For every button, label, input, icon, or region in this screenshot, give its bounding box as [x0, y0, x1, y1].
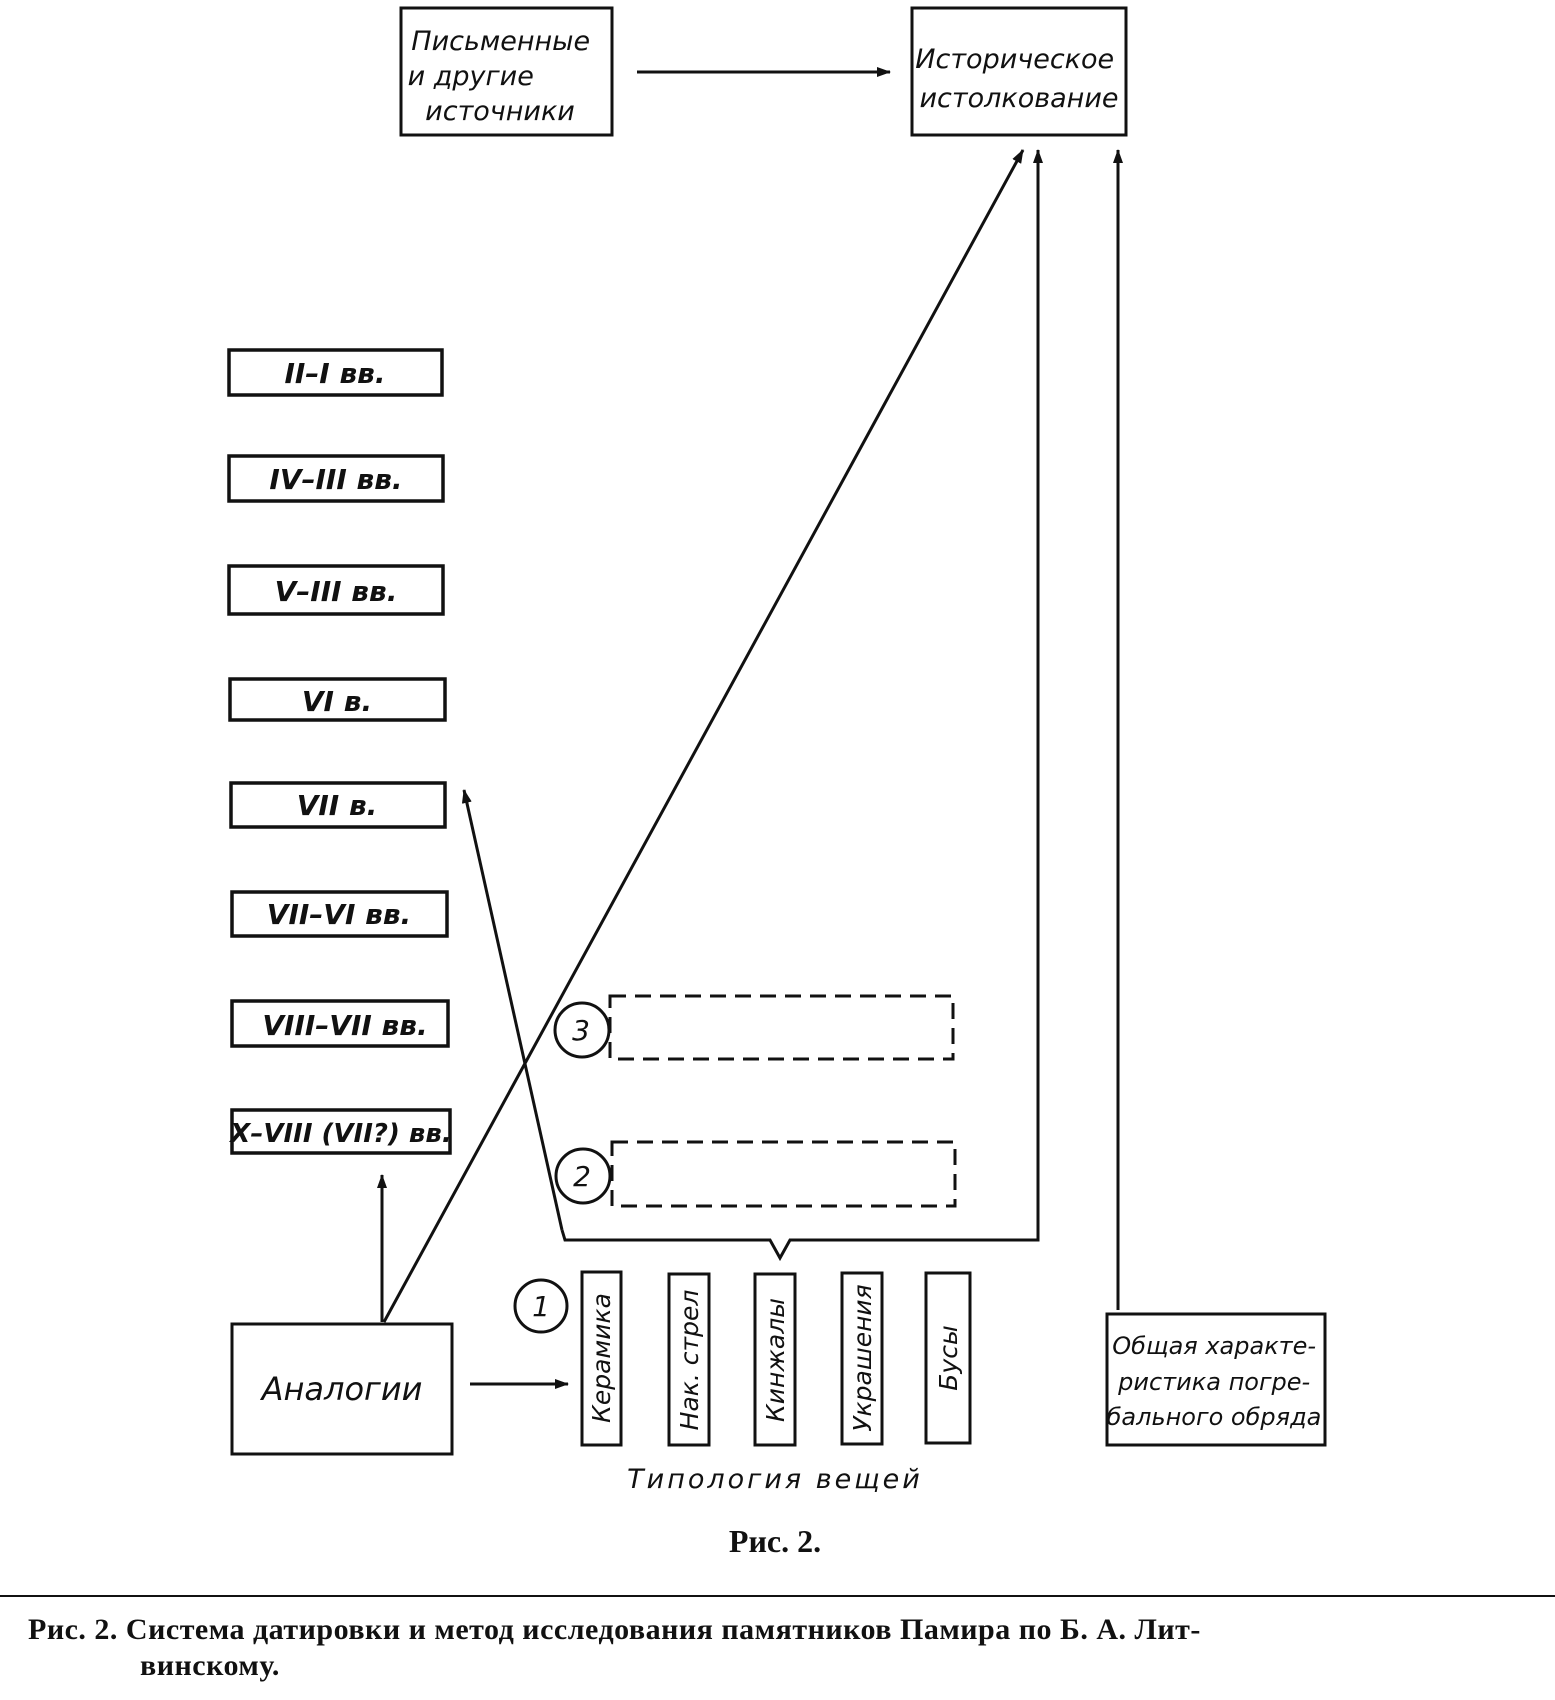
category-label-beads: Бусы	[934, 1325, 963, 1390]
analogies-box: Аналогии	[230, 1322, 454, 1456]
written-sources-box: Письменные и другие источники	[399, 6, 614, 137]
figure-caption: Рис. 2. Система датировки и метод исслед…	[28, 1612, 1528, 1684]
category-label-ornaments: Украшения	[848, 1284, 877, 1431]
period-label-4: VI в.	[302, 685, 372, 718]
svg-text:Историческое истолковани: Историческое истолкование	[915, 44, 1122, 114]
typology-bracket	[560, 150, 1040, 1262]
caption-separator	[0, 1595, 1555, 1597]
category-box-arrowheads: Нак. стрел	[667, 1272, 711, 1447]
arrow-analogies-to-interpretation	[382, 149, 1025, 1323]
interpretation-line-1: Историческое	[915, 44, 1114, 75]
dashed-box-2	[610, 1140, 957, 1208]
dashed-box-3	[608, 994, 955, 1061]
category-box-daggers: Кинжалы	[753, 1272, 797, 1447]
caption-line-2: винскому.	[140, 1649, 280, 1682]
arrow-typology-to-period	[461, 789, 564, 1231]
analogies-label: Аналогии	[260, 1370, 423, 1408]
marker-3: 3	[553, 1001, 611, 1059]
svg-text:Письменные и другие: Письменные и другие источники	[408, 26, 599, 127]
interpretation-line-2: истолкование	[920, 83, 1119, 114]
period-box-5: VII в.	[229, 781, 447, 829]
typology-label: Типология вещей	[627, 1464, 923, 1495]
period-label-8: X–VIII (VII?) вв.	[228, 1119, 451, 1149]
historical-interpretation-box: Историческое истолкование	[910, 6, 1128, 137]
burial-rite-box: Общая характе- ристика погре- бального о…	[1105, 1312, 1327, 1447]
period-box-6: VII–VI вв.	[230, 890, 449, 938]
marker-2-label: 2	[573, 1160, 591, 1193]
burial-line-3: бального обряда	[1107, 1403, 1322, 1431]
period-box-4: VI в.	[228, 677, 447, 722]
sources-line-3: источники	[425, 96, 575, 127]
caption-line-1: Рис. 2. Система датировки и метод исслед…	[28, 1613, 1201, 1646]
marker-1-label: 1	[532, 1290, 550, 1323]
period-label-7: VIII–VII вв.	[262, 1009, 427, 1042]
period-label-3: V–III вв.	[275, 575, 398, 608]
sources-line-2: и другие	[408, 61, 534, 92]
category-box-beads: Бусы	[924, 1271, 972, 1445]
period-box-8: X–VIII (VII?) вв.	[228, 1108, 452, 1155]
period-box-2: IV–III вв.	[227, 454, 445, 503]
period-label-5: VII в.	[297, 789, 378, 822]
period-box-7: VIII–VII вв.	[230, 999, 450, 1048]
category-box-ornaments: Украшения	[840, 1271, 884, 1446]
marker-3-label: 3	[572, 1014, 590, 1047]
category-label-ceramics: Керамика	[587, 1293, 616, 1423]
marker-1: 1	[513, 1278, 569, 1334]
marker-2: 2	[554, 1147, 612, 1205]
period-label-1: II–I вв.	[284, 357, 385, 390]
burial-line-1: Общая характе-	[1112, 1332, 1316, 1360]
period-label-6: VII–VI вв.	[267, 898, 411, 931]
category-label-daggers: Кинжалы	[761, 1298, 790, 1422]
category-label-arrowheads: Нак. стрел	[675, 1290, 704, 1431]
sources-line-1: Письменные	[411, 26, 590, 57]
period-box-1: II–I вв.	[227, 348, 444, 397]
category-box-ceramics: Керамика	[580, 1270, 623, 1447]
period-box-3: V–III вв.	[227, 564, 445, 616]
burial-line-2: ристика погре-	[1117, 1368, 1310, 1396]
figure-label: Рис. 2.	[729, 1523, 821, 1559]
svg-text:Общая характе- ристика п: Общая характе- ристика погре- бального о…	[1107, 1332, 1324, 1431]
period-label-2: IV–III вв.	[269, 463, 402, 496]
